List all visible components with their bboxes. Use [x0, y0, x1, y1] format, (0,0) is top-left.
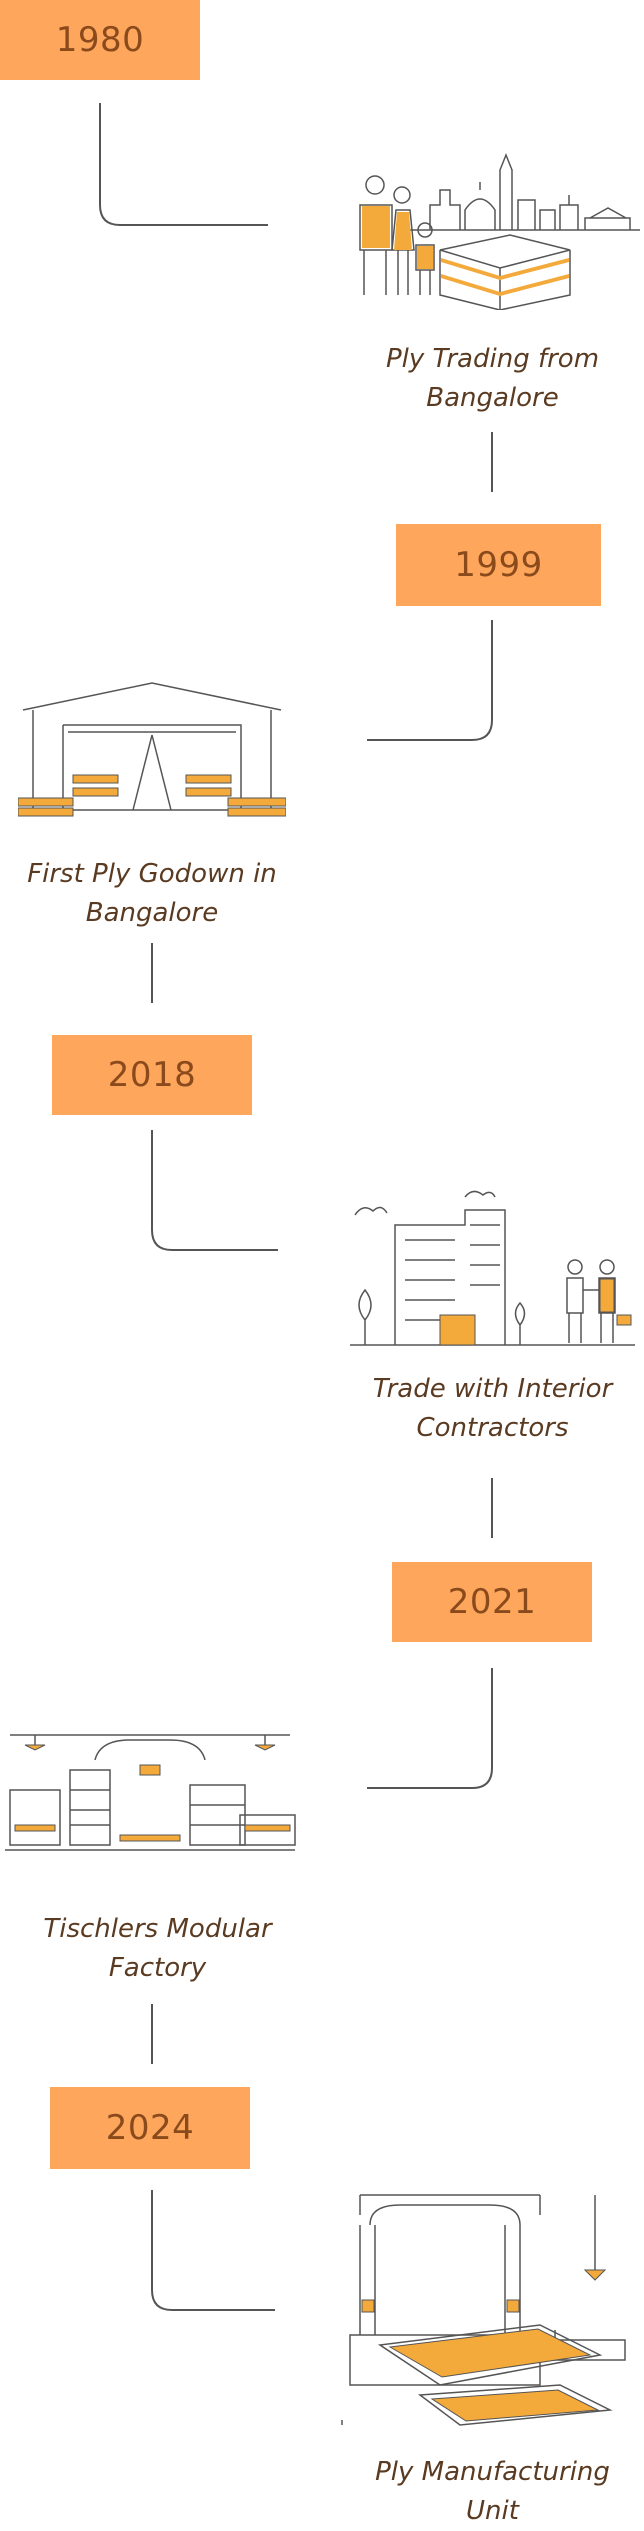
connector-1980	[99, 103, 268, 226]
connector-2021	[367, 1668, 493, 1789]
caption-line: Ply Trading from	[385, 344, 600, 374]
caption-2021: Tischlers Modular Factory	[20, 1910, 295, 1988]
year-badge-2024: 2024	[50, 2087, 250, 2169]
warehouse-godown-icon	[18, 682, 286, 817]
caption-2024: Ply Manufacturing Unit	[360, 2453, 625, 2531]
caption-line: Trade with Interior	[372, 1374, 613, 1404]
connector-2018	[151, 1130, 278, 1251]
connector-2024	[151, 2190, 275, 2311]
caption-line: Ply Manufacturing	[375, 2457, 610, 2487]
office-building-handshake-icon	[350, 1190, 635, 1346]
connector-1999	[367, 620, 493, 741]
year-badge-1999: 1999	[396, 524, 601, 606]
year-badge-2018: 2018	[52, 1035, 252, 1115]
caption-line: Contractors	[416, 1413, 569, 1443]
caption-line: Bangalore	[85, 898, 219, 928]
caption-line: Unit	[466, 2496, 519, 2526]
modular-factory-icon	[5, 1734, 296, 1851]
caption-line: Bangalore	[426, 383, 559, 413]
caption-line: Tischlers Modular	[43, 1914, 272, 1944]
caption-1999: First Ply Godown in Bangalore	[12, 855, 292, 933]
year-badge-2021: 2021	[392, 1562, 592, 1642]
manufacturing-machine-icon	[341, 2194, 626, 2426]
caption-1980: Ply Trading from Bangalore	[360, 340, 625, 418]
caption-line: First Ply Godown in	[27, 859, 277, 889]
caption-2018: Trade with Interior Contractors	[360, 1370, 625, 1448]
caption-line: Factory	[108, 1953, 207, 1983]
year-badge-1980: 1980	[0, 0, 200, 80]
family-with-plywood-and-city-skyline-icon	[359, 152, 640, 310]
